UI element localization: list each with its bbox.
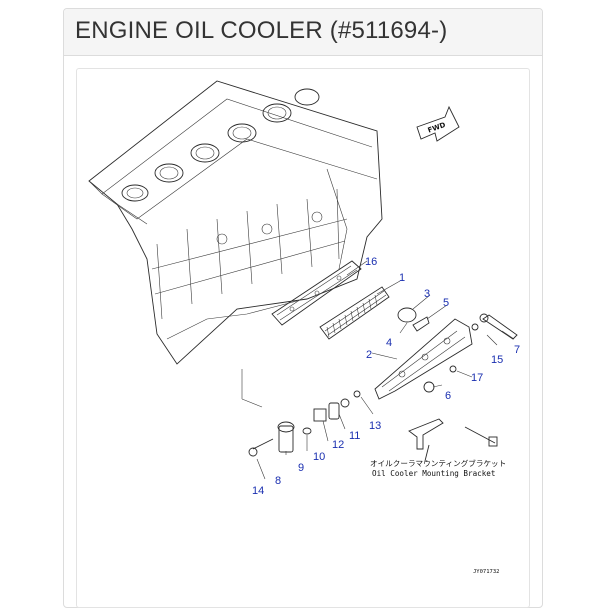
leader-lines: [256, 260, 515, 480]
callout-17: 17: [471, 372, 483, 384]
callout-14: 14: [252, 485, 264, 497]
bracket-label-jp: オイルクーラマウンティングブラケット: [370, 458, 506, 468]
gasket-part: [271, 260, 362, 326]
o-ring-part: [397, 307, 417, 323]
callout-15: 15: [491, 354, 503, 366]
page-title: ENGINE OIL COOLER (#511694-): [75, 17, 448, 44]
oil-cooler-cover-part: [374, 318, 473, 400]
fwd-arrow-icon: FWD: [416, 105, 460, 142]
callout-8: 8: [275, 475, 281, 487]
callout-12: 12: [332, 439, 344, 451]
callout-5: 5: [443, 297, 449, 309]
plate-part: [412, 316, 430, 332]
panel-header: ENGINE OIL COOLER (#511694-): [64, 9, 542, 56]
bracket-label-en: Oil Cooler Mounting Bracket: [372, 469, 495, 478]
callout-7: 7: [514, 344, 520, 356]
engine-block-drawing: [88, 80, 383, 408]
callout-6: 6: [445, 390, 451, 402]
callout-16: 16: [365, 256, 377, 268]
callout-4: 4: [386, 337, 392, 349]
nut-part: [423, 381, 435, 393]
callout-1: 1: [399, 272, 405, 284]
filter-fitting-parts: [248, 390, 361, 457]
bolt-part: [449, 365, 457, 373]
callout-10: 10: [313, 451, 325, 463]
oil-cooler-element-part: [319, 286, 390, 340]
exploded-parts-diagram: FWD: [76, 68, 530, 608]
callout-13: 13: [369, 420, 381, 432]
callout-9: 9: [298, 462, 304, 474]
callout-2: 2: [366, 349, 372, 361]
callout-numbers: 1 2 3 4 5 6 7 8 9 10 11 12 13 14 15 16 1…: [252, 256, 520, 497]
plug-part: [471, 313, 518, 340]
callout-3: 3: [424, 288, 430, 300]
mounting-bracket-drawing: [408, 418, 498, 462]
drawing-code: JY071732: [473, 569, 500, 575]
callout-11: 11: [349, 430, 360, 442]
